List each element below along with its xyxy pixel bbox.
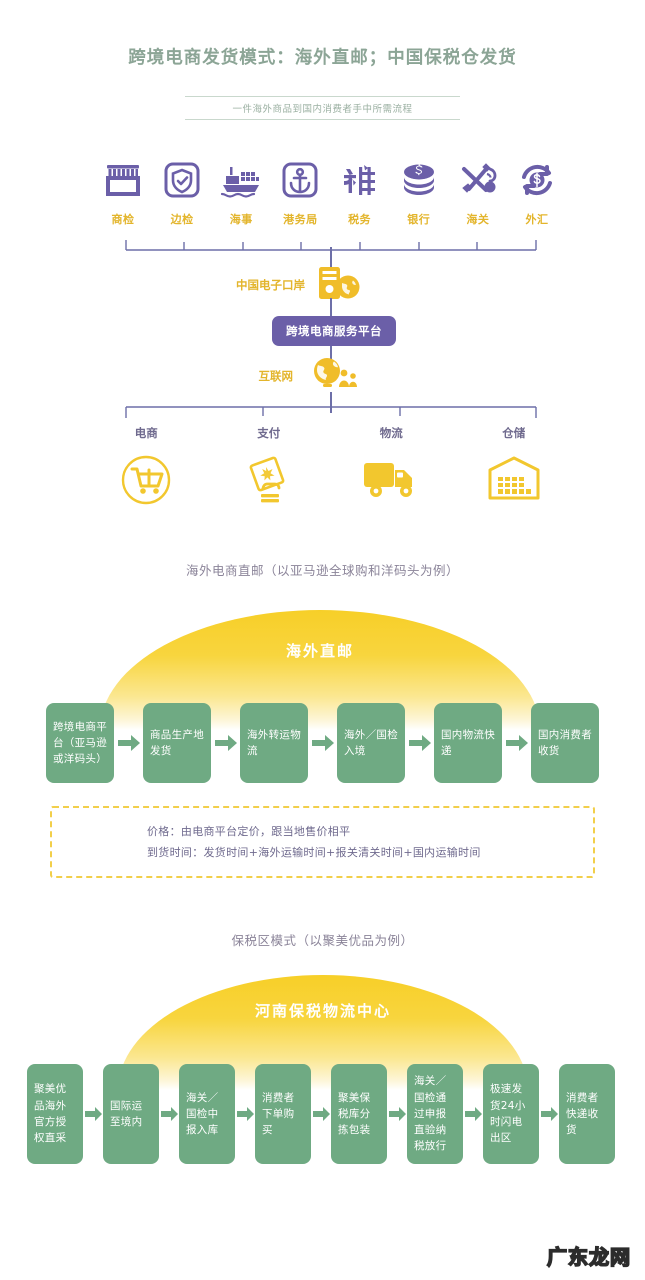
flow-arrow-icon (502, 703, 531, 783)
currency-exchange-icon (509, 155, 565, 205)
flow-step: 国内消费者收货 (531, 703, 599, 783)
stem-platform-to-internet (330, 346, 332, 368)
service-item-2: 物流 (330, 425, 453, 511)
note-price: 价格：由电商平台定价，跟当地售价相平 (147, 824, 351, 838)
agency-icon-row: 商检 边检 (95, 155, 565, 227)
section-title-direct: 海外电商直邮（以亚马逊全球购和洋码头为例） (185, 563, 459, 578)
agency-label: 银行 (407, 213, 431, 226)
note-time: 到货时间：发货时间+海外运输时间+报关清关时间+国内运输时间 (147, 846, 481, 859)
customs-caduceus-icon (450, 155, 506, 205)
direct-flow-row: 跨境电商平台（亚马逊或洋码头） 商品生产地发货 海外转运物流 海外／国检入境 国… (46, 703, 599, 783)
payment-hand-icon (208, 453, 331, 511)
subtitle-rule-top (185, 96, 460, 97)
agency-label: 边检 (170, 213, 194, 226)
service-label: 支付 (257, 426, 281, 440)
anchor-icon (272, 155, 328, 205)
watermark: 广东龙网 (546, 1244, 631, 1270)
agency-label: 海关 (466, 213, 490, 226)
flow-step: 消费者下单购买 (255, 1064, 311, 1164)
agency-label: 税务 (348, 213, 372, 226)
flow-step: 国内物流快递 (434, 703, 502, 783)
agency-item-6: 海关 (450, 155, 506, 227)
flow-arrow-icon (159, 1064, 179, 1164)
agency-label: 外汇 (525, 213, 549, 226)
server-globe-icon (317, 266, 361, 304)
flow-arrow-icon (211, 703, 240, 783)
flow-step: 海外转运物流 (240, 703, 308, 783)
eport-label: 中国电子口岸 (236, 278, 305, 292)
flow-step: 极速发货24小时闪电出区 (483, 1064, 539, 1164)
flow-step: 海外／国检入境 (337, 703, 405, 783)
stem-internet-to-bracket (330, 392, 332, 413)
page-title: 跨境电商发货模式：海外直邮；中国保税仓发货 (128, 48, 517, 68)
internet-label: 互联网 (258, 369, 294, 383)
delivery-truck-icon (330, 453, 453, 511)
stem-bracket-to-eport (330, 247, 332, 269)
flow-arrow-icon (405, 703, 434, 783)
agency-item-2: 海事 (213, 155, 269, 227)
service-item-1: 支付 (208, 425, 331, 511)
flow-arrow-icon (463, 1064, 483, 1164)
warehouse-icon (453, 453, 576, 511)
flow-arrow-icon (235, 1064, 255, 1164)
agency-item-3: 港务局 (272, 155, 328, 227)
flow-step: 海关／国检中报入库 (179, 1064, 235, 1164)
flow-step: 国际运至境内 (103, 1064, 159, 1164)
flow-step: 消费者快递收货 (559, 1064, 615, 1164)
agency-item-1: 边检 (154, 155, 210, 227)
flow-arrow-icon (83, 1064, 103, 1164)
stem-eport-to-platform (330, 298, 332, 317)
platform-badge: 跨境电商服务平台 (272, 316, 396, 346)
subtitle-block: 一件海外商品到国内消费者手中所需流程 (185, 96, 460, 120)
cargo-ship-icon (213, 155, 269, 205)
agency-item-7: 外汇 (509, 155, 565, 227)
flow-arrow-icon (387, 1064, 407, 1164)
shield-check-icon (154, 155, 210, 205)
flow-arrow-icon (311, 1064, 331, 1164)
agency-item-0: 商检 (95, 155, 151, 227)
service-item-3: 仓储 (453, 425, 576, 511)
tax-character-icon (332, 155, 388, 205)
section-title-bonded: 保税区模式（以聚美优品为例） (231, 933, 414, 948)
subtitle-rule-bottom (185, 119, 460, 120)
flow-step: 聚美保税库分拣包装 (331, 1064, 387, 1164)
flow-step: 商品生产地发货 (143, 703, 211, 783)
flow-step: 聚美优品海外官方授权直采 (27, 1064, 83, 1164)
agency-label: 港务局 (283, 213, 318, 226)
agency-item-4: 税务 (332, 155, 388, 227)
direct-dome-label: 海外直邮 (285, 642, 354, 660)
service-icon-row: 电商 支付 (85, 425, 575, 511)
service-label: 物流 (379, 426, 403, 440)
service-bracket (125, 406, 537, 424)
coin-stack-icon (391, 155, 447, 205)
agency-label: 商检 (111, 213, 135, 226)
flow-arrow-icon (539, 1064, 559, 1164)
service-item-0: 电商 (85, 425, 208, 511)
globe-people-icon (305, 356, 365, 394)
bonded-flow-row: 聚美优品海外官方授权直采 国际运至境内 海关／国检中报入库 消费者下单购买 聚美… (27, 1064, 619, 1164)
direct-note-box: 价格：由电商平台定价，跟当地售价相平 到货时间：发货时间+海外运输时间+报关清关… (50, 806, 595, 878)
page-subtitle: 一件海外商品到国内消费者手中所需流程 (232, 104, 413, 115)
shopping-cart-icon (85, 453, 208, 511)
flow-step: 海关／国检通过申报直验纳税放行 (407, 1064, 463, 1164)
agency-item-5: 银行 (391, 155, 447, 227)
service-label: 仓储 (502, 426, 526, 440)
agency-label: 海事 (229, 213, 253, 226)
bonded-dome-label: 河南保税物流中心 (254, 1002, 391, 1020)
flow-arrow-icon (308, 703, 337, 783)
shop-inspection-icon (95, 155, 151, 205)
flow-step: 跨境电商平台（亚马逊或洋码头） (46, 703, 114, 783)
flow-arrow-icon (114, 703, 143, 783)
service-label: 电商 (134, 426, 158, 440)
